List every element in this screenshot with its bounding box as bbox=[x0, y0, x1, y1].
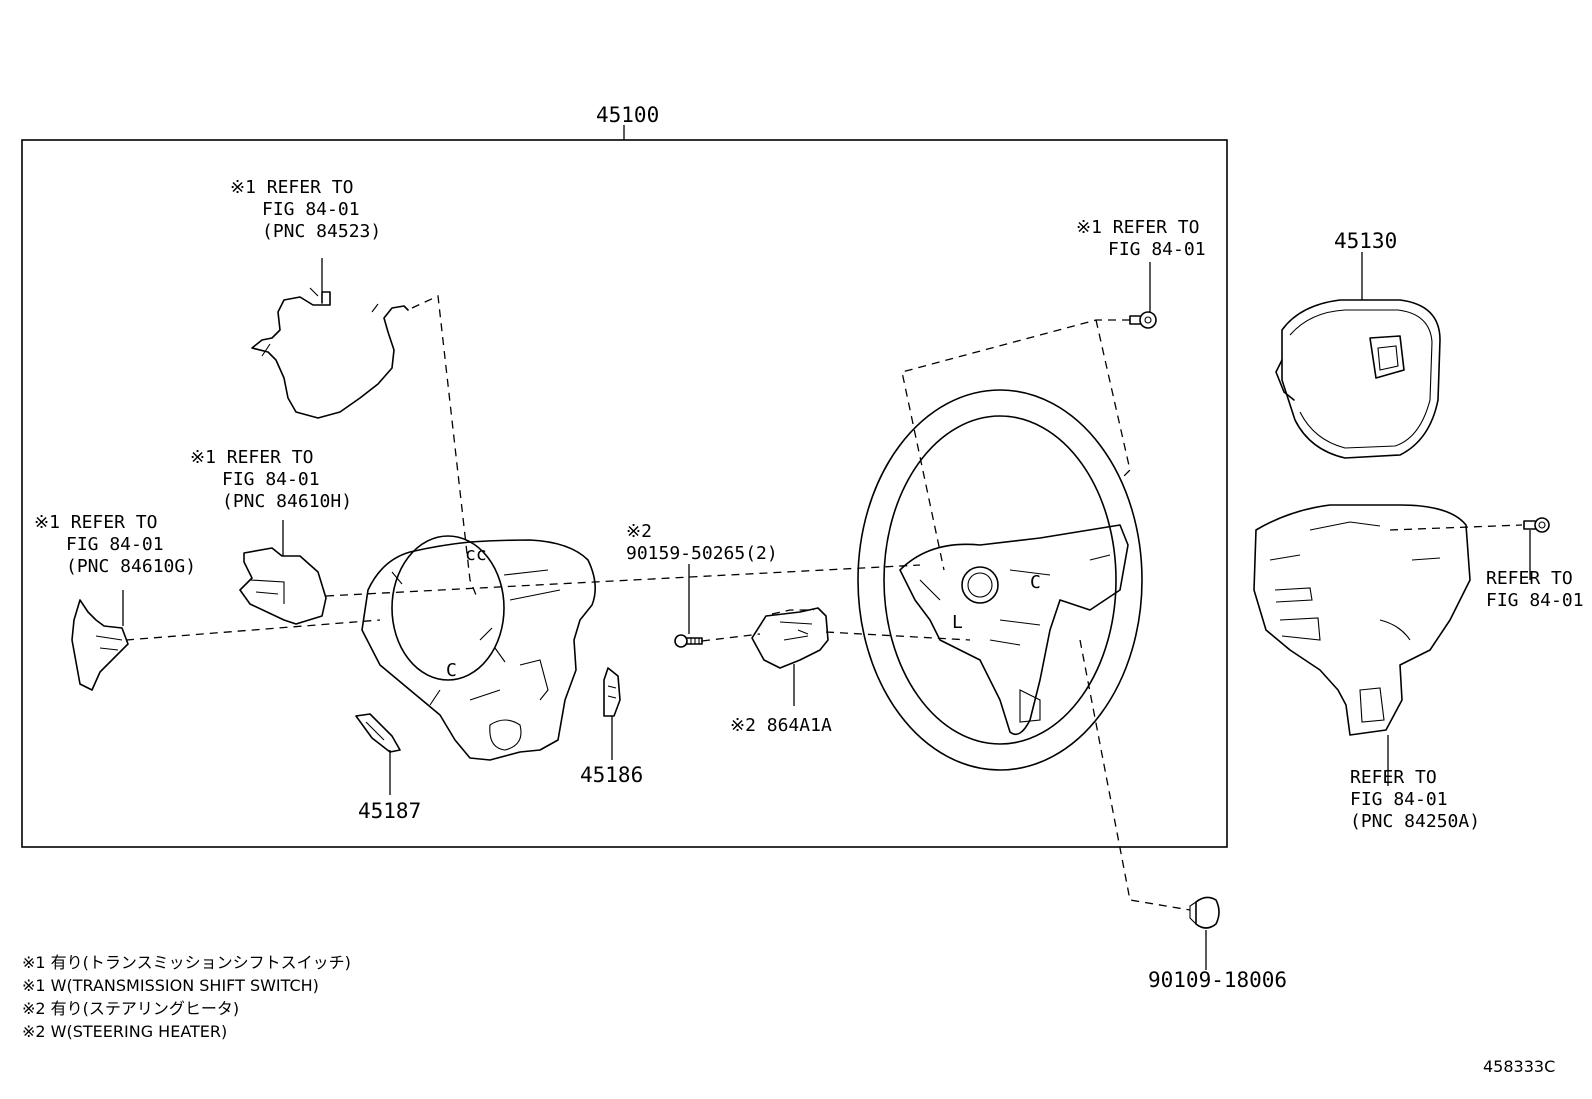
svg-text:C: C bbox=[1030, 572, 1041, 593]
switch-45186-part[interactable] bbox=[603, 667, 621, 717]
paddle-switch-84610g-part[interactable] bbox=[71, 599, 129, 691]
figure-id: 458333C bbox=[1483, 1057, 1555, 1076]
callout-864a1a[interactable]: ※2 864A1A bbox=[730, 715, 832, 736]
note-4: ※2 W(STEERING HEATER) bbox=[22, 1022, 227, 1041]
steering-lower-cover-part[interactable] bbox=[1253, 504, 1471, 736]
steering-rear-cover-part[interactable]: C cc bbox=[361, 535, 596, 761]
note-1: ※1 有り(トランスミッションシフトスイッチ) bbox=[22, 953, 351, 972]
paddle-switch-84610h-part[interactable] bbox=[239, 547, 327, 625]
callout-90109[interactable]: 90109-18006 bbox=[1148, 968, 1287, 992]
callout-45186[interactable]: 45186 bbox=[580, 763, 643, 787]
note-2: ※1 W(TRANSMISSION SHIFT SWITCH) bbox=[22, 976, 319, 995]
callout-90159-mark: ※2 bbox=[626, 521, 652, 542]
bracket-45187-part[interactable] bbox=[355, 713, 401, 753]
assembly-frame bbox=[21, 139, 1228, 848]
callout-45130[interactable]: 45130 bbox=[1334, 229, 1397, 253]
steering-wheel-part[interactable]: C L bbox=[857, 389, 1143, 771]
heater-module-864a1a-part[interactable] bbox=[751, 607, 829, 669]
callout-45187[interactable]: 45187 bbox=[358, 799, 421, 823]
svg-text:L: L bbox=[952, 612, 963, 633]
screw-part[interactable] bbox=[1129, 311, 1157, 329]
bolt-90159-part[interactable] bbox=[674, 634, 703, 648]
horn-pad-45130-part[interactable] bbox=[1275, 299, 1441, 459]
note-3: ※2 有り(ステアリングヒータ) bbox=[22, 999, 239, 1018]
svg-text:cc: cc bbox=[465, 544, 487, 565]
callout-45100[interactable]: 45100 bbox=[596, 103, 659, 127]
assembly-dashed-lines bbox=[125, 295, 1523, 911]
callout-90159[interactable]: 90159-50265(2) bbox=[626, 543, 778, 564]
nut-90109-part[interactable] bbox=[1189, 896, 1220, 929]
wire-harness-part[interactable] bbox=[251, 287, 409, 419]
screw-right-part[interactable] bbox=[1523, 517, 1550, 533]
legend-notes: ※1 有り(トランスミッションシフトスイッチ) ※1 W(TRANSMISSIO… bbox=[22, 953, 351, 1041]
svg-text:C: C bbox=[446, 660, 457, 681]
